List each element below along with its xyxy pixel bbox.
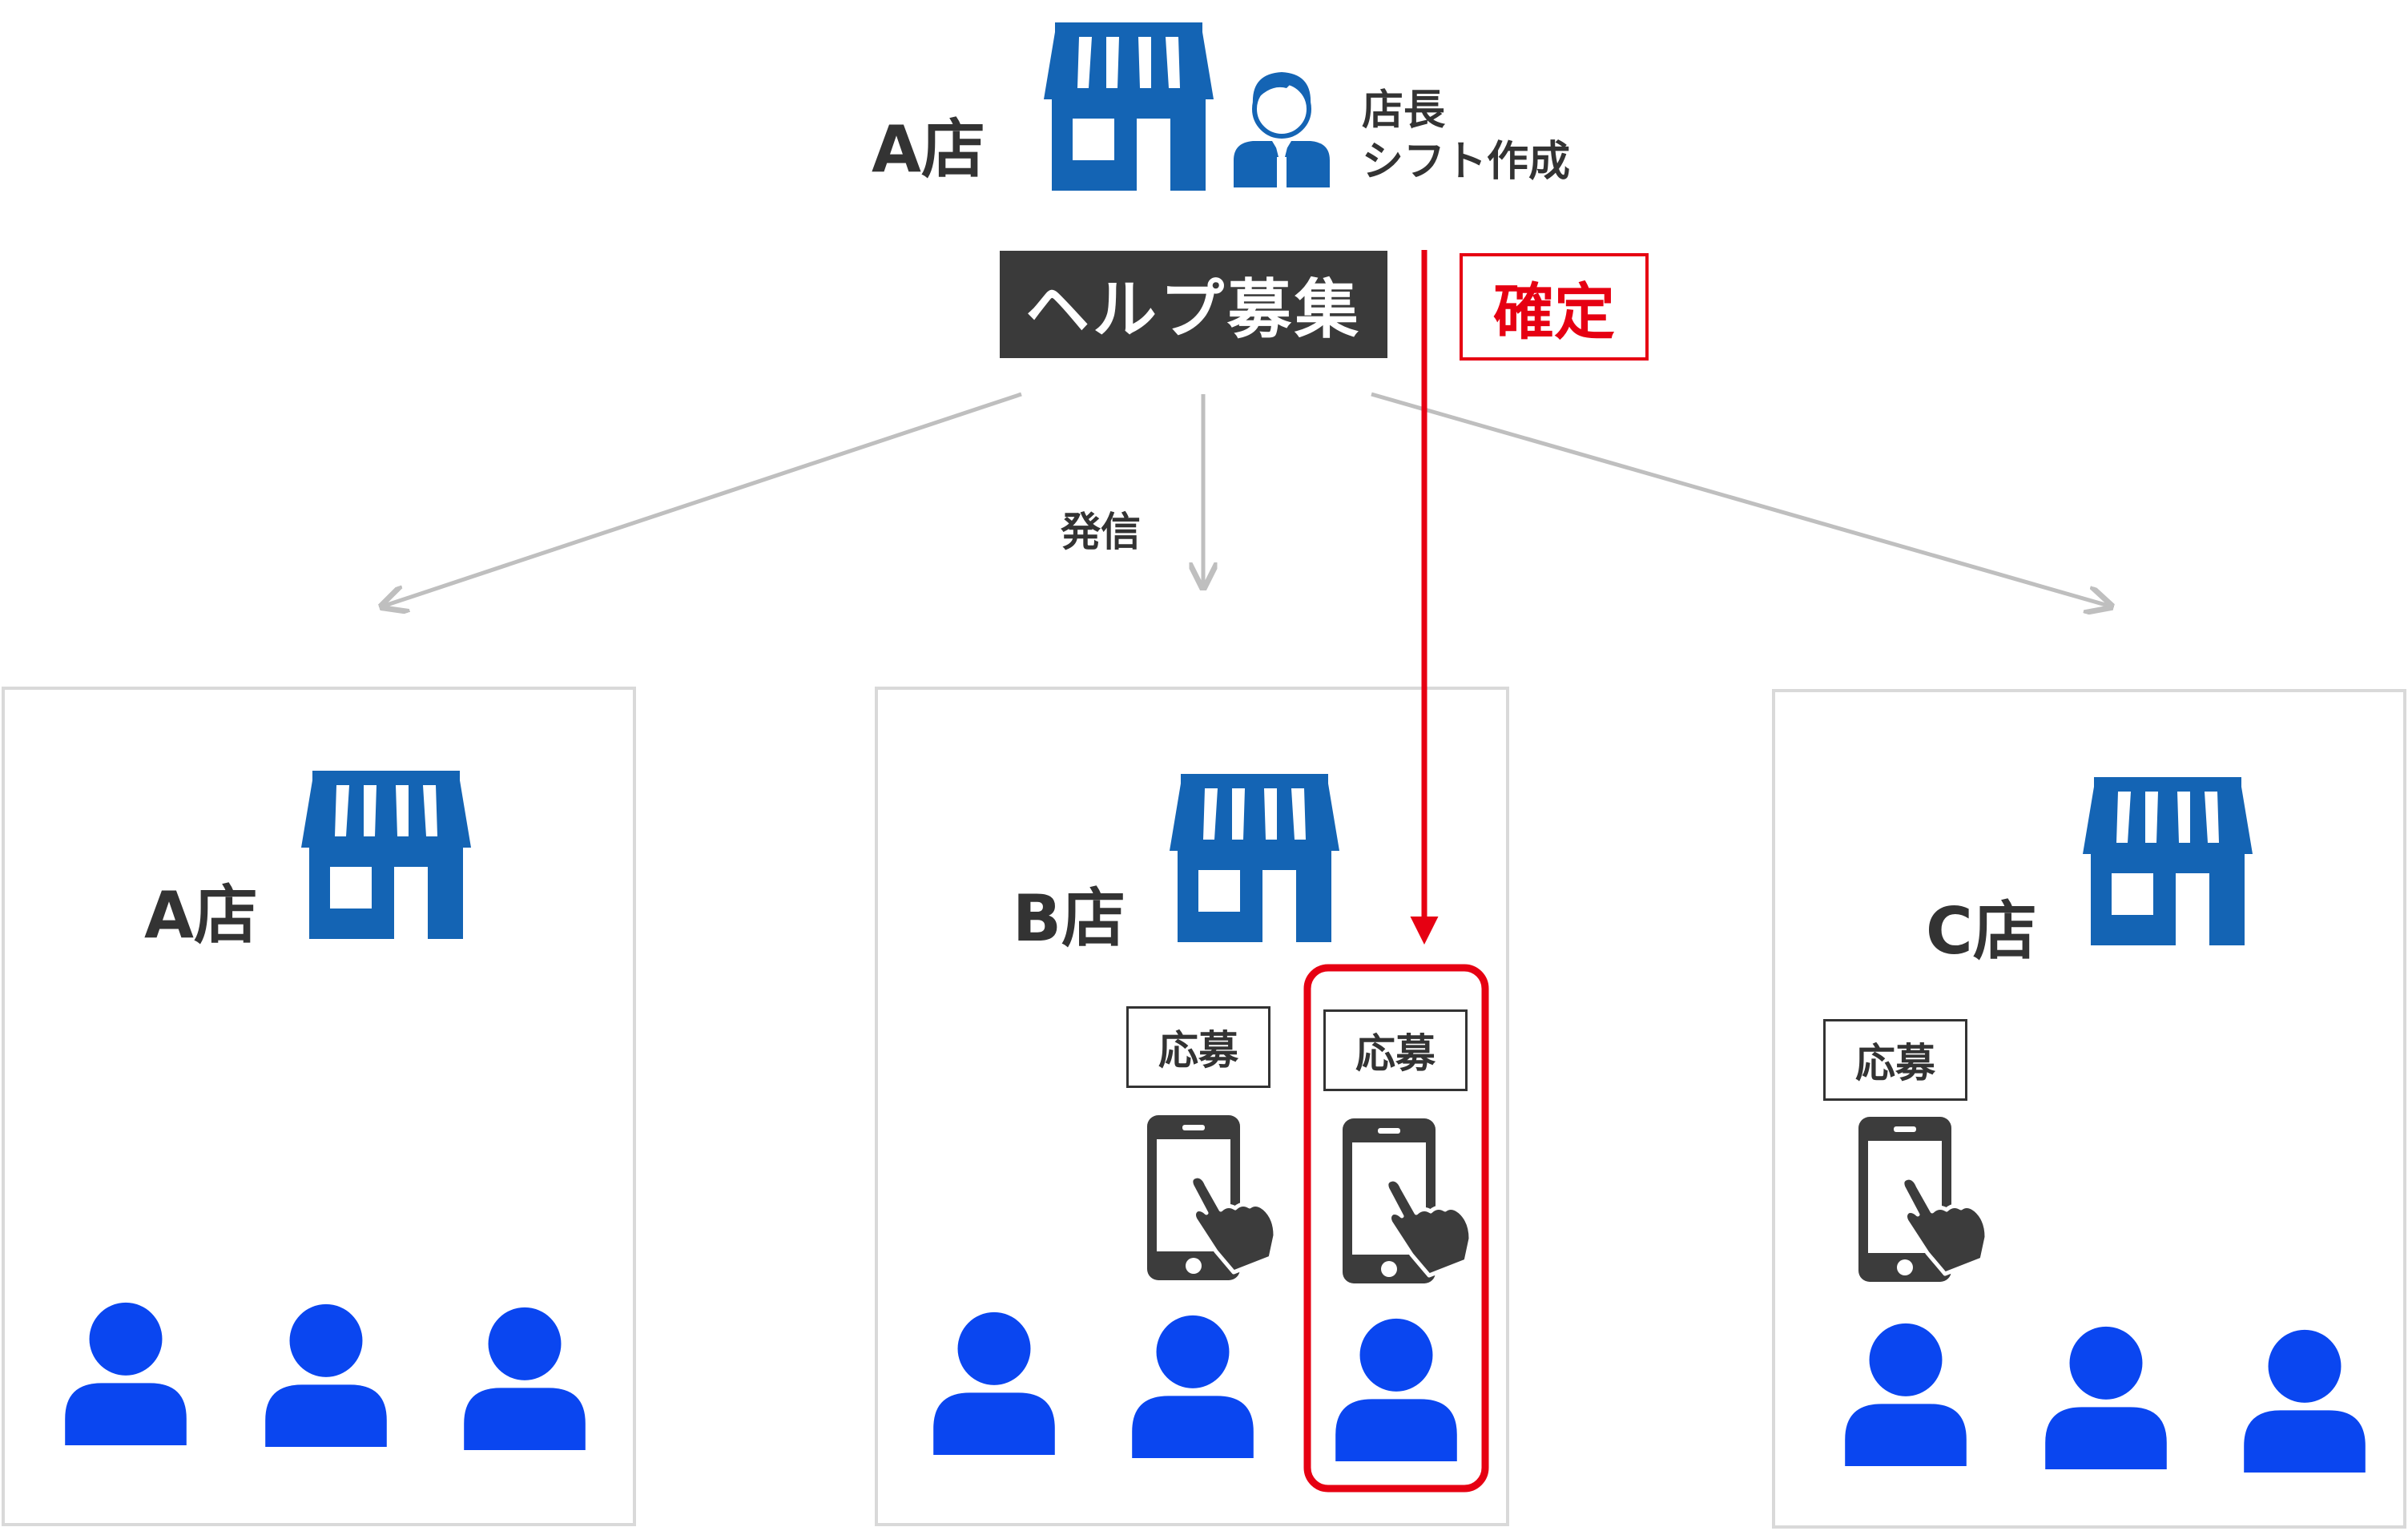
store-icon <box>298 771 474 939</box>
smartphone-tap-icon <box>1855 1117 1991 1285</box>
person-icon-selected <box>1335 1317 1458 1461</box>
manager-icon <box>1234 66 1330 189</box>
send-label: 発信 <box>1061 509 1141 555</box>
person-icon <box>1131 1314 1254 1458</box>
person-icon <box>2044 1325 2168 1469</box>
top-store-label: A店 <box>872 112 985 187</box>
store-icon <box>1166 774 1343 942</box>
arrow-to-store-a <box>385 392 1022 606</box>
apply-box-selected: 応募 <box>1323 1009 1468 1091</box>
person-icon <box>463 1306 586 1450</box>
person-icon <box>932 1311 1056 1455</box>
manager-task: シフト作成 <box>1362 138 1571 186</box>
store-c-label: C店 <box>1926 894 2037 969</box>
smartphone-tap-icon <box>1144 1115 1280 1283</box>
apply-box: 応募 <box>1126 1006 1270 1088</box>
person-icon <box>264 1303 388 1447</box>
store-b-label: B店 <box>1013 881 1125 956</box>
help-request-box: ヘルプ募集 <box>1000 251 1387 358</box>
manager-title: 店長 <box>1362 87 1446 135</box>
selected-applicant-highlight <box>1303 964 1489 1493</box>
arrow-to-store-c <box>1371 392 2108 606</box>
person-icon <box>1844 1322 1967 1466</box>
store-a-label: A店 <box>144 878 258 953</box>
store-icon <box>1038 22 1219 191</box>
confirm-box: 確定 <box>1460 253 1649 361</box>
person-icon <box>64 1301 187 1445</box>
person-icon <box>2243 1328 2366 1473</box>
manager-role-text: 店長 シフト作成 <box>1362 85 1570 187</box>
apply-box: 応募 <box>1823 1019 1967 1101</box>
store-icon <box>2080 777 2256 945</box>
smartphone-tap-icon <box>1339 1118 1476 1287</box>
